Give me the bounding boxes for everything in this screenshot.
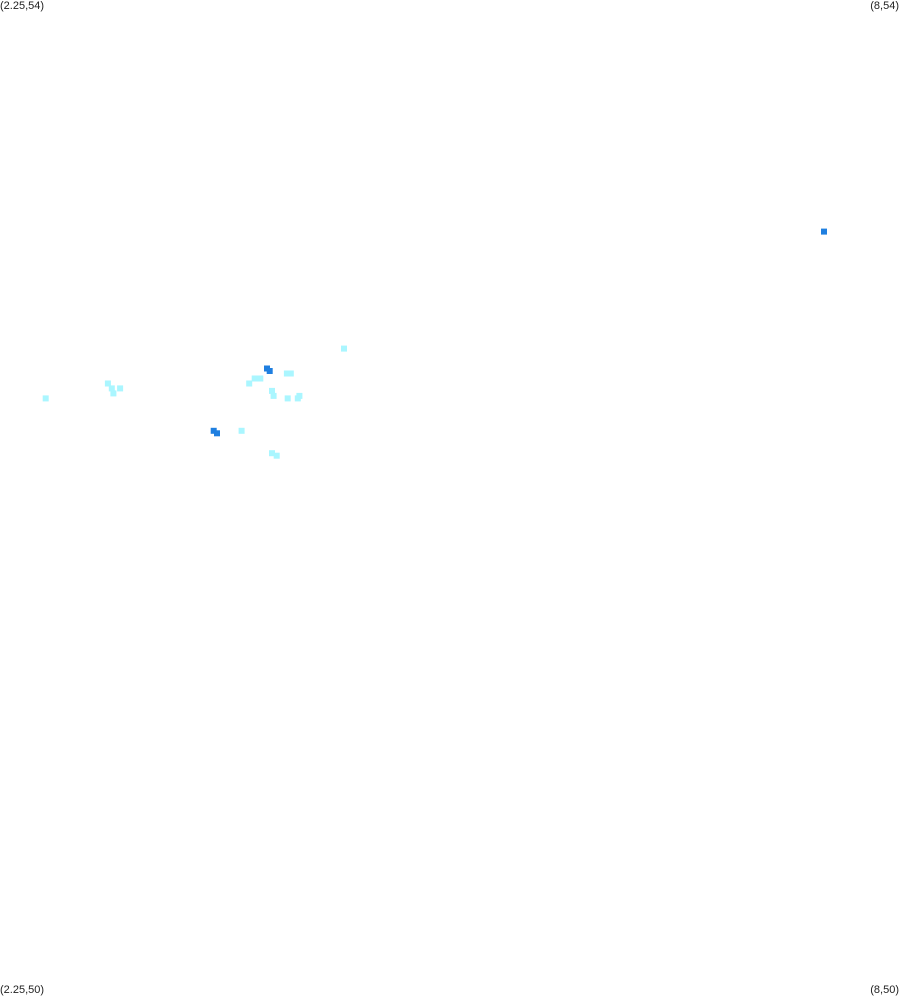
corner-label-bottom-left: (2.25,50) [0,984,45,996]
scatter-point [821,228,827,235]
scatter-point [246,380,253,387]
scatter-point [341,345,347,352]
scatter-point [214,430,220,437]
scatter-point [296,392,303,399]
scatter-point [108,385,115,392]
scatter-point [283,370,290,377]
corner-label-bottom-right: (8,50) [870,984,899,996]
scatter-point [238,427,245,434]
scatter-point [269,387,275,394]
scatter-point [110,390,117,397]
scatter-point [251,375,258,382]
scatter-point [210,427,217,434]
corner-label-top-right: (8,54) [870,0,899,12]
corner-label-top-left: (2.25,54) [0,0,45,12]
scatter-point [257,375,264,382]
scatter-point [270,392,277,399]
scatter-point [287,370,294,377]
scatter-point [104,380,111,387]
scatter-point [42,395,49,402]
scatter-point [266,368,273,374]
scatter-point [284,395,291,402]
scatter-point [117,385,124,392]
scatter-point [269,450,275,457]
scatter-point [273,452,280,459]
